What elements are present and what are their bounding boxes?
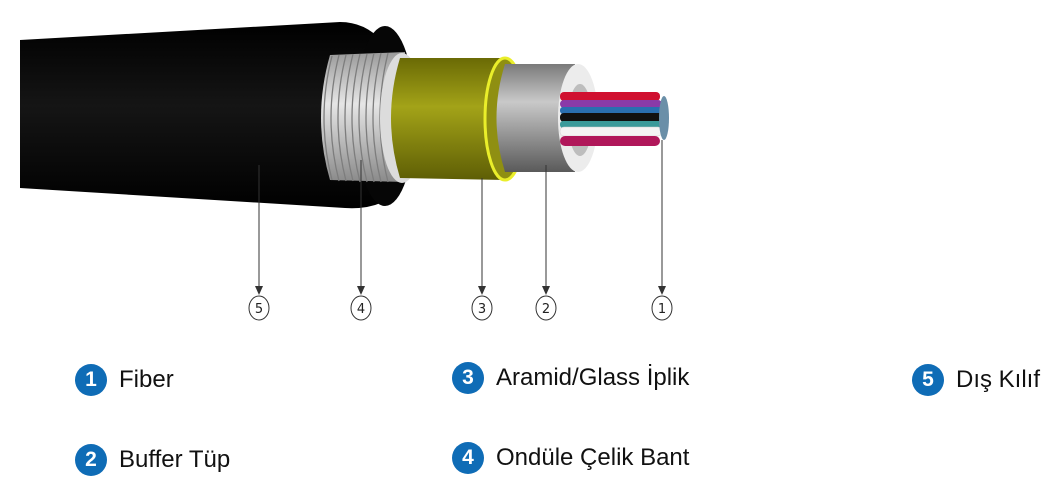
number-badge: 2 [75,444,107,476]
callout-arrows [258,140,663,290]
callout-2 [535,295,557,321]
legend-item-outer-jacket: 5 Dış Kılıf [912,362,1040,398]
number-badge: 4 [452,442,484,474]
fibers [559,92,669,146]
legend-label: Aramid/Glass İplik [496,364,690,391]
callout-2-label: 2 [542,302,550,317]
number-badge: 3 [452,362,484,394]
callout-5-label: 5 [255,302,263,317]
legend-item-steel-tape: 4 Ondüle Çelik Bant [452,440,689,476]
callout-1-label: 1 [658,302,666,317]
legend-item-buffer-tube: 2 Buffer Tüp [75,442,230,478]
callout-5 [248,295,270,321]
callout-4 [350,295,372,321]
legend-item-aramid-yarn: 3 Aramid/Glass İplik [452,360,689,396]
callout-3 [471,295,493,321]
callout-1 [651,295,673,321]
legend-label: Fiber [119,366,174,393]
legend-label: Ondüle Çelik Bant [496,444,690,471]
callout-3-label: 3 [478,302,486,317]
cable-diagram: 5 4 3 2 1 [20,22,673,321]
legend-label: Dış Kılıf [956,366,1041,393]
number-badge: 1 [75,364,107,396]
legend-item-fiber: 1 Fiber [75,362,174,398]
legend-label: Buffer Tüp [119,446,231,473]
callout-4-label: 4 [357,302,365,317]
number-badge: 5 [912,364,944,396]
